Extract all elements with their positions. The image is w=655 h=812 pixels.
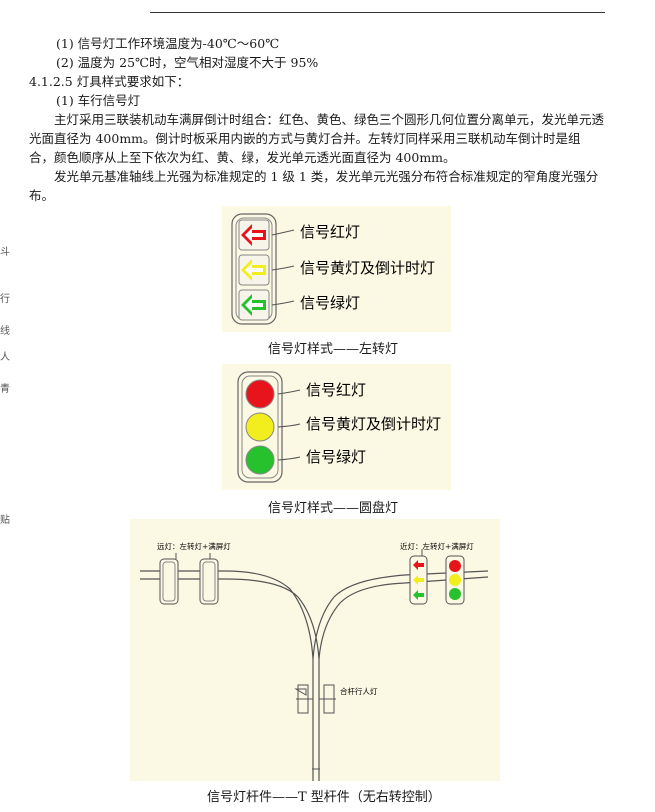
subsection-heading: (1) 车行信号灯 xyxy=(56,93,141,108)
figure-round-signal: 信号红灯 信号黄灯及倒计时灯 信号绿灯 xyxy=(222,364,451,490)
label-yellow: 信号黄灯及倒计时灯 xyxy=(300,259,435,277)
margin-char: 人 xyxy=(0,352,10,363)
label-pedestrian: 合杆行人灯 xyxy=(340,686,378,696)
margin-char: 青 xyxy=(0,384,10,395)
red-arrow-icon xyxy=(413,560,424,570)
near-signal-heads xyxy=(409,549,465,605)
spec-humidity: (2) 温度为 25℃时，空气相对湿度不大于 95% xyxy=(56,55,319,70)
margin-char: 斗 xyxy=(0,247,10,258)
red-light-icon xyxy=(449,560,461,572)
far-signal-heads xyxy=(159,553,219,605)
header-rule xyxy=(150,12,605,13)
paragraph-intensity: 发光单元基准轴线上光强为标准规定的 1 级 1 类，发光单元光强分布符合标准规定… xyxy=(29,169,599,203)
section-heading: 4.1.2.5 灯具样式要求如下： xyxy=(29,74,190,89)
label-red: 信号红灯 xyxy=(300,223,360,241)
caption-left-turn: 信号灯样式——左转灯 xyxy=(268,342,399,357)
figure-left-turn-signal: 信号红灯 信号黄灯及倒计时灯 信号绿灯 xyxy=(222,206,451,332)
margin-char: 行 xyxy=(0,294,10,305)
yellow-left-arrow-icon xyxy=(238,254,270,286)
green-light-icon xyxy=(245,445,275,475)
label-green: 信号绿灯 xyxy=(300,294,360,312)
red-left-arrow-icon xyxy=(238,219,270,251)
margin-char: 线 xyxy=(0,326,10,337)
caption-t-pole: 信号灯杆件——T 型杆件（无右转控制） xyxy=(207,790,441,805)
label-red: 信号红灯 xyxy=(306,381,366,399)
green-light-icon xyxy=(449,588,461,600)
figure-t-pole: 远灯：左转灯+满屏灯 近灯：左转灯+满屏灯 合杆行人灯 xyxy=(130,519,500,781)
red-light-icon xyxy=(245,379,275,409)
pedestrian-signal-heads xyxy=(294,684,336,714)
label-yellow: 信号黄灯及倒计时灯 xyxy=(306,415,441,433)
green-left-arrow-icon xyxy=(238,289,270,321)
yellow-light-icon xyxy=(449,574,461,586)
label-far-lights: 远灯：左转灯+满屏灯 xyxy=(157,541,231,551)
yellow-arrow-icon xyxy=(413,575,424,585)
spec-temperature: (1) 信号灯工作环境温度为-40℃～60℃ xyxy=(56,36,280,51)
label-near-lights: 近灯：左转灯+满屏灯 xyxy=(400,541,474,551)
green-arrow-icon xyxy=(413,590,424,600)
margin-char: 贴 xyxy=(0,515,10,526)
paragraph-main-light: 主灯采用三联装机动车满屏倒计时组合：红色、黄色、绿色三个圆形几何位置分离单元，发… xyxy=(29,112,605,165)
label-green: 信号绿灯 xyxy=(306,448,366,466)
yellow-light-icon xyxy=(245,412,275,442)
caption-round: 信号灯样式——圆盘灯 xyxy=(268,501,399,516)
